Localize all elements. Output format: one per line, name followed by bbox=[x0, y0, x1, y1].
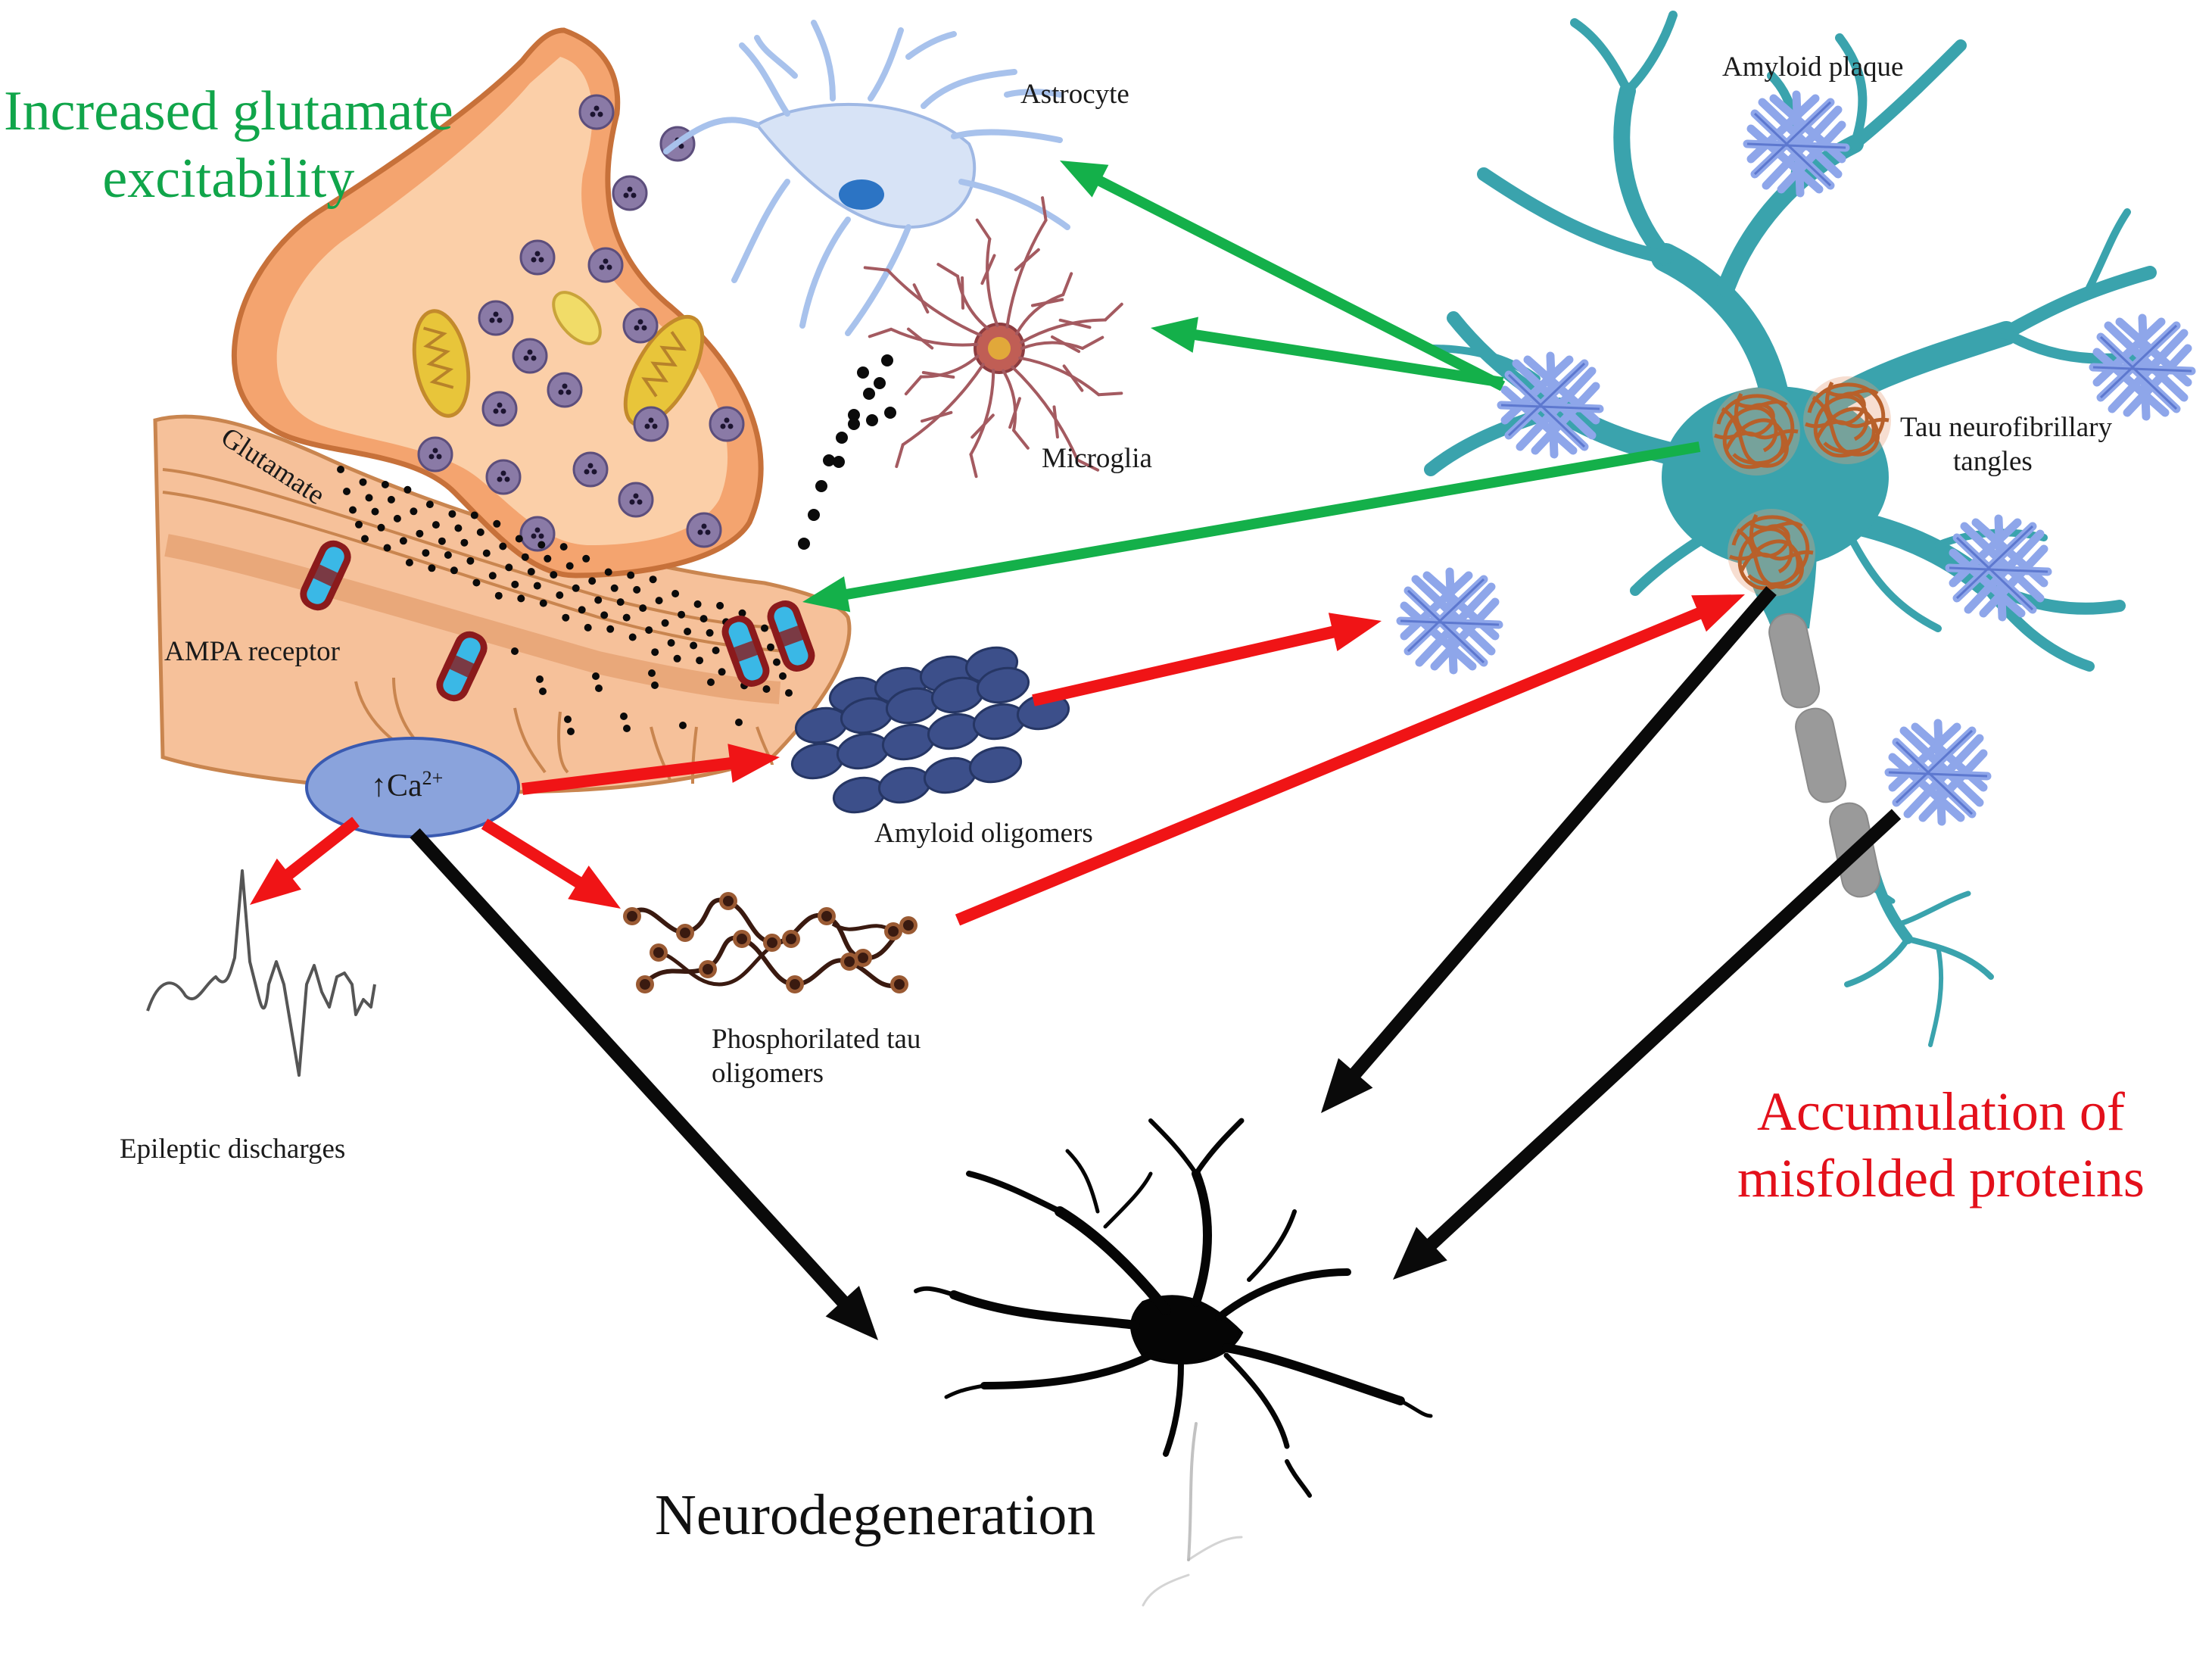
epileptic-discharges-label: Epileptic discharges bbox=[120, 1134, 346, 1165]
mitochondrion bbox=[412, 309, 471, 418]
microglia-cell bbox=[863, 196, 1123, 479]
tau-tangles-label: Tau neurofibrillary tangles bbox=[1900, 410, 2112, 479]
tau-oligomer bbox=[623, 892, 918, 993]
amyloid-plaque-label: Amyloid plaque bbox=[1722, 51, 1904, 83]
misfolded-accumulation-title: Accumulation of misfolded proteins bbox=[1737, 1079, 2145, 1212]
phospho-line-2: oligomers bbox=[712, 1058, 824, 1090]
amyloid-oligomers-label: Amyloid oligomers bbox=[874, 818, 1093, 849]
ampa-receptor-label: AMPA receptor bbox=[164, 636, 340, 667]
astrocyte-label: Astrocyte bbox=[1020, 79, 1129, 110]
title-line-1: Accumulation of bbox=[1757, 1081, 2125, 1142]
astrocyte-cell bbox=[663, 20, 1070, 336]
title-line-1: Increased glutamate bbox=[4, 80, 453, 142]
microglia-label: Microglia bbox=[1042, 443, 1152, 474]
calcium-ion: Ca bbox=[387, 769, 422, 803]
title-line-2: misfolded proteins bbox=[1737, 1147, 2145, 1208]
eeg-trace bbox=[146, 869, 376, 1077]
mitochondrion bbox=[552, 291, 602, 345]
tau-line-1: Tau neurofibrillary bbox=[1900, 412, 2112, 443]
presynaptic-terminal bbox=[232, 27, 764, 579]
synaptic-vesicles bbox=[417, 94, 745, 552]
glutamate-excitability-title: Increased glutamate excitability bbox=[4, 78, 453, 213]
arrows bbox=[250, 161, 1902, 1340]
glutamate-molecules bbox=[337, 466, 793, 735]
released-glutamate bbox=[798, 354, 896, 550]
tau-line-2: tangles bbox=[1953, 446, 2033, 478]
amyloid-oligomer bbox=[790, 646, 1070, 814]
neurodegeneration-label: Neurodegeneration bbox=[655, 1483, 1096, 1547]
calcium-label: ↑Ca2+ bbox=[371, 766, 443, 806]
title-line-2: excitability bbox=[102, 147, 355, 210]
phospho-tau-label: Phosphorilated tau oligomers bbox=[712, 1022, 921, 1090]
degenerated-neuron bbox=[914, 1118, 1433, 1607]
phospho-line-1: Phosphorilated tau bbox=[712, 1024, 921, 1055]
calcium-charge: 2+ bbox=[422, 767, 444, 789]
calcium-arrow: ↑ bbox=[371, 769, 387, 803]
